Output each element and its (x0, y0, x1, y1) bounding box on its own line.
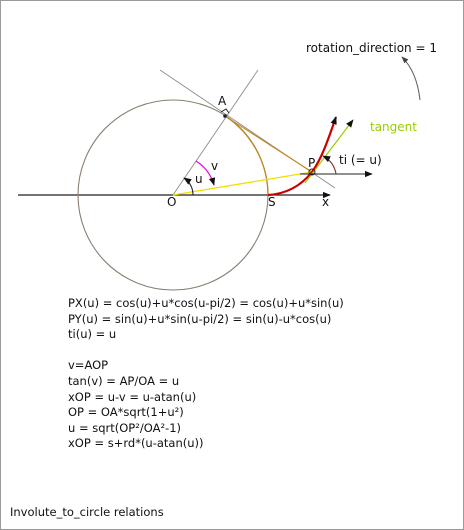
label-S: S (268, 195, 276, 209)
label-u: u (195, 172, 203, 186)
formula-list: PX(u) = cos(u)+u*cos(u-pi/2) = cos(u)+u*… (68, 296, 344, 452)
label-A: A (218, 94, 227, 108)
formula-line: u = sqrt(OP²/OA²-1) (68, 420, 182, 435)
diagram-caption: Involute_to_circle relations (10, 505, 164, 519)
involute-curve (267, 116, 338, 197)
tangent-vector (304, 119, 354, 184)
label-tangent: tangent (370, 120, 417, 134)
formula-line: PX(u) = cos(u)+u*cos(u-pi/2) = cos(u)+u*… (68, 296, 344, 310)
label-O: O (167, 195, 176, 209)
line-OP (172, 171, 313, 196)
right-angle-mark-A (220, 108, 230, 114)
formula-line: xOP = u-v = u-atan(u) (68, 389, 197, 404)
point-P (308, 168, 316, 176)
label-ti: ti (= u) (339, 153, 382, 167)
angle-v-arc (195, 160, 216, 186)
label-v: v (211, 159, 218, 173)
line-AP (224, 115, 313, 173)
label-rotation-direction: rotation_direction = 1 (306, 41, 437, 55)
formula-spacer (68, 343, 344, 359)
formula-line: xOP = s+rd*(u-atan(u)) (68, 436, 204, 451)
arc-A-to-S (224, 115, 269, 196)
label-x: x (322, 195, 329, 209)
line-OA-extended (172, 69, 259, 196)
angle-ti-arc (322, 155, 337, 175)
formula-line: ti(u) = u (68, 327, 117, 342)
formula-line: v=AOP (68, 358, 109, 373)
formula-line: PY(u) = sin(u)+u*sin(u-pi/2) = sin(u)-u*… (68, 311, 332, 326)
formula-line: OP = OA*sqrt(1+u²) (68, 405, 184, 420)
point-A (223, 114, 227, 118)
label-P: P (308, 156, 315, 170)
angle-u-arc (183, 177, 194, 196)
rotation-direction-arrow (401, 56, 421, 101)
formula-line: tan(v) = AP/OA = u (68, 373, 180, 388)
